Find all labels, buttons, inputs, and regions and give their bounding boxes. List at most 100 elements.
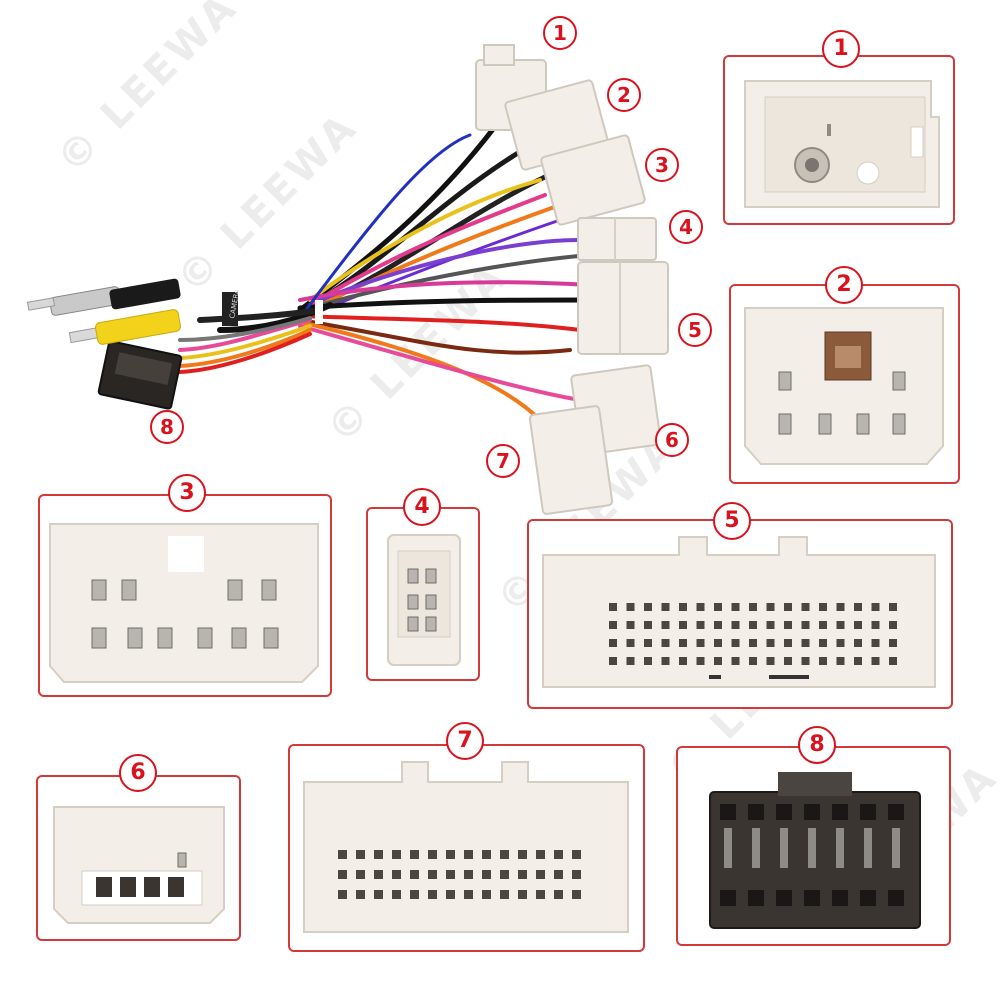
cavity: [572, 870, 581, 879]
harness-label-8: 8: [150, 410, 184, 444]
cavity: [428, 850, 437, 859]
cavity: [836, 657, 845, 665]
cavity: [720, 804, 736, 820]
connector-2-panel: [729, 284, 960, 484]
cavity: [696, 657, 705, 665]
cavity: [720, 890, 736, 906]
cavity: [748, 890, 764, 906]
cavity: [696, 621, 705, 629]
connector-8-panel: [676, 746, 951, 946]
cavity: [696, 639, 705, 647]
cavity: [836, 621, 845, 629]
harness-label-1: 1: [543, 16, 577, 50]
cavity: [446, 870, 455, 879]
harness-connector-7: [528, 405, 614, 515]
cavity: [644, 657, 652, 665]
harness-connector-3: [540, 134, 646, 226]
cavity: [554, 870, 563, 879]
cavity: [609, 603, 617, 611]
cavity: [801, 657, 810, 665]
cavity: [888, 890, 904, 906]
antenna-plug: [26, 278, 181, 316]
cavity: [661, 621, 670, 629]
cavity: [374, 850, 383, 859]
cavity: [482, 850, 491, 859]
cavity: [801, 639, 810, 647]
panel-label-1: 1: [822, 30, 860, 68]
cavity: [518, 870, 527, 879]
cavity: [679, 657, 687, 665]
harness-label-5: 5: [678, 313, 712, 347]
cavity: [661, 657, 670, 665]
wire-bundle: [178, 117, 593, 422]
panel-label-4: 4: [403, 488, 441, 526]
cavity: [808, 828, 816, 868]
connector-8-pins: [724, 828, 900, 868]
connector-3-panel: [38, 494, 332, 697]
cavity: [500, 870, 509, 879]
cavity: [626, 603, 635, 611]
cavity: [749, 657, 757, 665]
cavity: [832, 804, 848, 820]
cavity: [428, 890, 437, 899]
cavity: [836, 603, 845, 611]
cavity: [714, 621, 722, 629]
cavity: [854, 657, 862, 665]
cable-tie: [315, 300, 323, 324]
connector-2-pins: [778, 371, 906, 435]
cavity: [892, 828, 900, 868]
cavity: [836, 639, 845, 647]
cavity: [776, 890, 792, 906]
harness-label-7: 7: [486, 444, 520, 478]
panel-label-8: 8: [798, 726, 836, 764]
cavity: [518, 890, 527, 899]
connector-8-image: [709, 772, 921, 929]
rca-plug-yellow: [68, 309, 181, 345]
cavity: [679, 639, 687, 647]
cavity: [819, 621, 827, 629]
wiring-harness: [26, 44, 669, 515]
harness-connector-5: [577, 261, 669, 355]
connector-3-image: [49, 523, 319, 683]
cavity: [749, 639, 757, 647]
harness-label-4: 4: [669, 210, 703, 244]
cavity: [801, 621, 810, 629]
connector-6-image: [53, 806, 225, 924]
cavity: [482, 890, 491, 899]
cavity: [784, 639, 792, 647]
connector-2-image: [744, 307, 944, 465]
cavity: [428, 870, 437, 879]
cavity: [696, 603, 705, 611]
cavity: [776, 804, 792, 820]
cavity: [748, 804, 764, 820]
cavity: [609, 657, 617, 665]
cavity: [679, 621, 687, 629]
cavity: [644, 621, 652, 629]
cavity: [679, 603, 687, 611]
cavity: [626, 639, 635, 647]
connector-4-pins: [407, 568, 437, 632]
connector-1-image: [744, 80, 940, 208]
cavity: [888, 804, 904, 820]
cavity: [572, 850, 581, 859]
panel-label-3: 3: [168, 474, 206, 512]
cavity: [724, 828, 732, 868]
cavity: [410, 870, 419, 879]
cavity: [752, 828, 760, 868]
connector-5-image: [542, 536, 936, 688]
panel-label-2: 2: [825, 266, 863, 304]
cavity: [784, 603, 792, 611]
cavity: [871, 657, 880, 665]
cavity: [784, 621, 792, 629]
cavity: [889, 639, 897, 647]
connector-4-panel: [366, 507, 480, 681]
cavity: [374, 890, 383, 899]
cavity: [536, 870, 545, 879]
cavity: [338, 890, 347, 899]
cavity: [889, 603, 897, 611]
cavity: [766, 603, 775, 611]
cavity: [804, 804, 820, 820]
cavity: [731, 603, 740, 611]
cavity: [500, 850, 509, 859]
cavity: [392, 870, 401, 879]
